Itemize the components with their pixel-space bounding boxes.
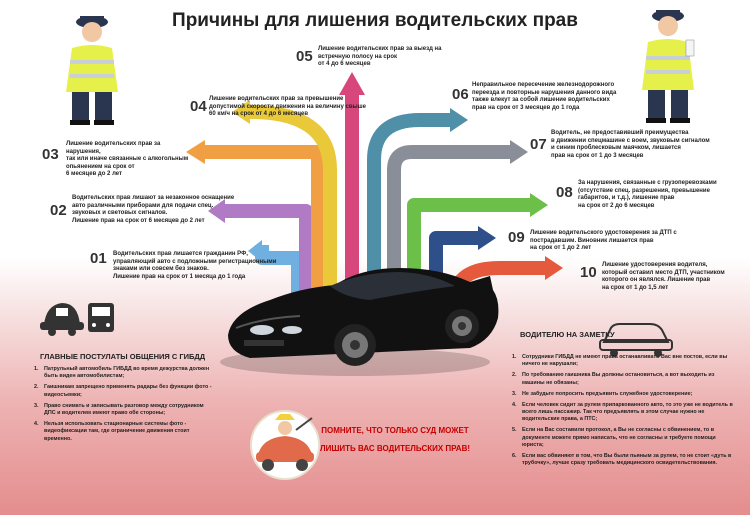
list-item: 4.Если человек сидит за рулем припаркова… <box>512 401 733 423</box>
arrow-08-head <box>530 193 548 217</box>
reason-number-04: 04 <box>190 98 207 115</box>
list-item: 2.По требованию гаишника Вы должны остан… <box>512 372 715 386</box>
arrow-03 <box>205 145 325 300</box>
arrow-05-head <box>339 72 365 95</box>
reason-text-01: Водительских прав лишается гражданин РФ,… <box>113 251 277 280</box>
page-title: Причины для лишения водительских прав <box>172 10 578 31</box>
reason-text-09: Лишение водительского удостоверения за Д… <box>530 230 677 252</box>
arrow-10-head <box>545 256 563 280</box>
arrow-09-head <box>478 226 496 250</box>
list-item: 2.Гаишникам запрещено применять радары б… <box>34 384 212 398</box>
left-section-title: ГЛАВНЫЕ ПОСТУЛАТЫ ОБЩЕНИЯ С ГИБДД <box>40 352 206 361</box>
car-outline-icon <box>599 323 673 357</box>
reason-text-10: Лишение удостоверения водителя,который о… <box>602 262 725 291</box>
arrow-04-head <box>232 100 250 124</box>
reason-number-09: 09 <box>508 229 525 246</box>
court-warning: ПОМНИТЕ, ЧТО ТОЛЬКО СУД МОЖЕТ ЛИШИТЬ ВАС… <box>319 426 471 453</box>
arrow-07 <box>387 145 510 300</box>
list-item: 4.Нельзя использовать стационарные систе… <box>34 420 190 442</box>
beetle-car-icon <box>40 303 84 336</box>
arrow-02-head <box>208 199 225 223</box>
police-officer-right-illustration <box>642 10 695 123</box>
reason-number-10: 10 <box>580 264 597 281</box>
list-item: 3.Не забудьте попросить предъявить служе… <box>512 390 693 397</box>
arrow-07-head <box>510 140 528 164</box>
reason-text-08: За нарушения, связанные с грузоперевозка… <box>578 180 717 209</box>
arrow-02 <box>225 204 313 300</box>
reason-text-02: Водительских прав лишают за незаконное о… <box>72 195 235 224</box>
reason-number-05: 05 <box>296 48 313 65</box>
reason-number-03: 03 <box>42 146 59 163</box>
arrow-06 <box>367 113 450 300</box>
list-item: 3.Право снимать и записывать разговор ме… <box>34 402 204 417</box>
reason-text-03: Лишение водительских прав за нарушения,т… <box>66 141 189 178</box>
list-item: 1.Сотрудники ГИБДД не имеют права остана… <box>512 354 728 368</box>
right-section-list: 1.Сотрудники ГИБДД не имеют права остана… <box>512 354 737 471</box>
arrow-04 <box>249 105 337 300</box>
list-item: 6.Если вас обвиняют в том, что Вы были п… <box>512 452 732 467</box>
cartoon-car-illustration <box>250 410 320 480</box>
reason-text-06: Неправильное пересечение железнодорожног… <box>472 82 617 111</box>
list-item: 5.Если на Вас составили протокол, а Вы н… <box>512 427 716 449</box>
police-officer-left-illustration <box>66 16 118 125</box>
arrow-06-head <box>450 108 468 132</box>
list-item: 1.Патрульный автомобиль ГИБДД во время д… <box>34 366 210 380</box>
right-section-title: ВОДИТЕЛЮ НА ЗАМЕТКУ <box>520 330 615 339</box>
reason-number-07: 07 <box>530 136 547 153</box>
left-section-list: 1.Патрульный автомобиль ГИБДД во время д… <box>34 366 214 447</box>
reason-number-06: 06 <box>452 86 469 103</box>
arrow-03-head <box>186 140 205 164</box>
reason-number-08: 08 <box>556 184 573 201</box>
arrow-08 <box>407 198 530 300</box>
bus-icon <box>88 303 114 332</box>
arrow-01-head <box>248 240 262 262</box>
reason-number-02: 02 <box>50 202 67 219</box>
car-illustration <box>220 268 499 376</box>
reason-number-01: 01 <box>90 250 107 267</box>
reason-text-07: Водитель, не предоставивший преимущества… <box>551 130 710 159</box>
